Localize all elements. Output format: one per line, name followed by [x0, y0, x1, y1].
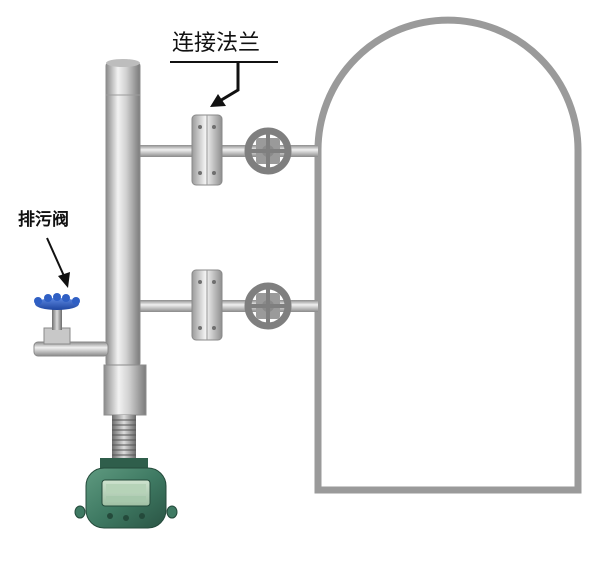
drain-arrow-icon [46, 237, 70, 288]
standpipe [105, 61, 141, 368]
lcd-bar-row [106, 496, 146, 502]
standpipe-cap [106, 59, 140, 67]
flange-label: 连接法兰 [172, 31, 260, 56]
transmitter-right-port [166, 505, 178, 519]
transmitter [74, 458, 178, 529]
threaded-neck [112, 415, 136, 463]
transmitter-button-3 [139, 513, 145, 519]
drain-valve-body [43, 327, 71, 345]
transmitter-button-1 [107, 513, 113, 519]
vessel-outline [314, 16, 582, 494]
lower-handwheel-icon [244, 282, 292, 330]
standpipe-collar [103, 364, 147, 416]
lower-flange [191, 269, 223, 341]
transmitter-button-2 [123, 515, 129, 521]
thread-lines [112, 419, 136, 456]
flange-arrow-icon [210, 63, 240, 107]
drain-valve [33, 293, 109, 357]
transmitter-neck [100, 458, 148, 470]
drain-valve-label: 排污阀 [18, 209, 69, 230]
transmitter-left-port [74, 505, 86, 519]
drain-valve-stem [52, 308, 62, 330]
drain-outlet-pipe [33, 341, 109, 357]
upper-flange [191, 114, 223, 186]
upper-handwheel-icon [244, 127, 292, 175]
lcd-segment-row [106, 484, 146, 493]
